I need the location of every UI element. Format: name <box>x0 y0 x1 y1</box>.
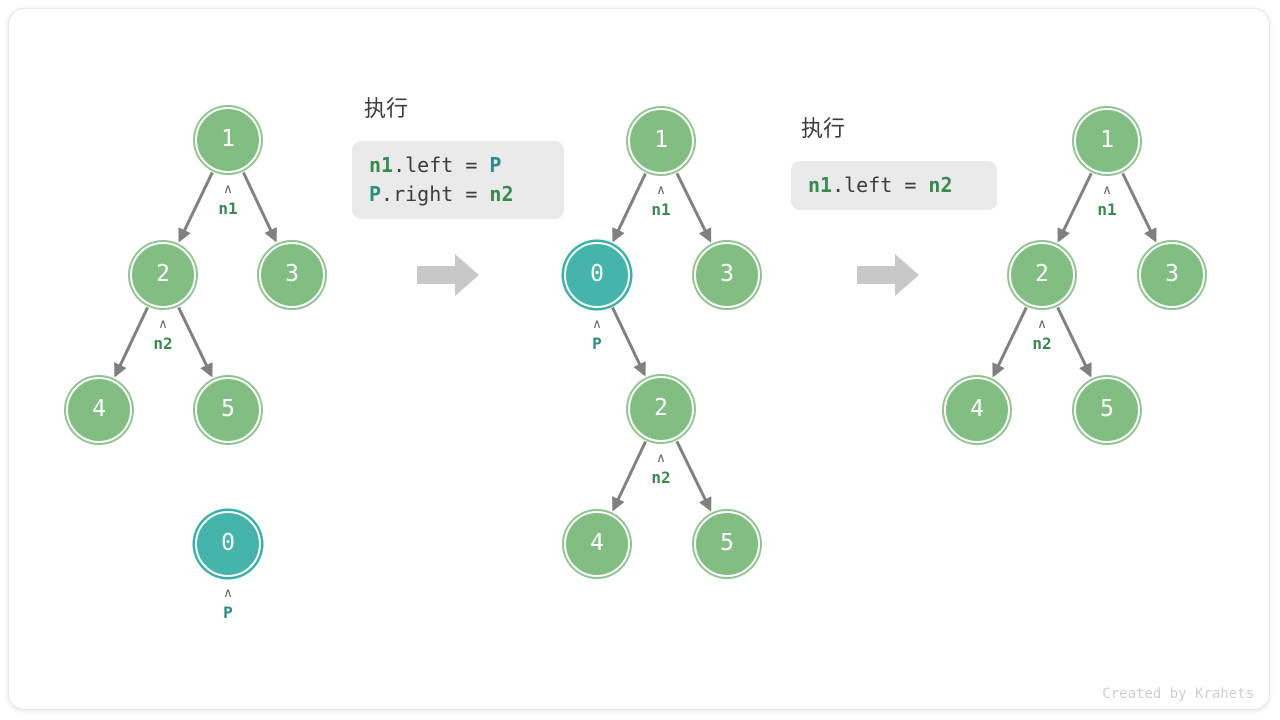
tree-node-value: 3 <box>285 260 299 287</box>
tree-node-value: 4 <box>92 395 106 422</box>
tree-edge <box>114 306 149 378</box>
tree-node-value: 4 <box>970 395 984 422</box>
tree-node[interactable]: 5 <box>1074 377 1140 443</box>
pointer-label: ∧ n1 <box>621 184 701 218</box>
caret-icon: ∧ <box>223 182 233 197</box>
code-line: n1.left = n2 <box>808 171 980 200</box>
tree-edge <box>611 306 646 377</box>
caret-icon: ∧ <box>158 317 168 332</box>
pointer-label-text: P <box>223 603 233 622</box>
tree-node[interactable]: 1 <box>628 108 694 174</box>
tree-node-value: 3 <box>720 260 734 287</box>
credit-text: Created by Krahets <box>1102 686 1254 702</box>
edges-group <box>114 171 1157 512</box>
caret-icon: ∧ <box>656 451 666 466</box>
pointer-label-text: n2 <box>1032 334 1052 353</box>
tree-node-value: 2 <box>1035 260 1049 287</box>
tree-node[interactable]: 4 <box>944 377 1010 443</box>
pointer-label: ∧ n1 <box>1067 184 1147 218</box>
tree-node[interactable]: 3 <box>1139 242 1205 308</box>
pointer-label: ∧ n1 <box>188 183 268 217</box>
code-plain: .left = <box>393 153 490 177</box>
code-line: P.right = n2 <box>369 180 547 209</box>
tree-node[interactable]: 4 <box>564 511 630 577</box>
code-identifier-green: n1 <box>808 173 833 197</box>
caret-icon: ∧ <box>592 317 602 332</box>
pointer-label: ∧ n2 <box>621 452 701 486</box>
tree-node[interactable]: 5 <box>195 377 261 443</box>
tree-edge <box>992 306 1028 378</box>
pointer-label-text: n1 <box>1097 200 1117 219</box>
code-line: n1.left = P <box>369 151 547 180</box>
code-snippet-box: n1.left = n2 <box>791 161 997 210</box>
tree-edge <box>177 306 213 378</box>
pointer-label: ∧P <box>188 587 268 621</box>
pointer-label-text: n2 <box>651 468 671 487</box>
pointer-label-text: n2 <box>153 334 173 353</box>
code-identifier-green: n1 <box>369 153 394 177</box>
tree-node[interactable]: 3 <box>259 242 325 308</box>
tree-edge <box>675 440 712 512</box>
tree-node[interactable]: 3 <box>694 242 760 308</box>
tree-node-value: 1 <box>221 125 235 152</box>
code-identifier-teal: P <box>489 153 502 177</box>
tree-edge <box>675 172 712 243</box>
step-caption: 执行 <box>801 117 846 142</box>
step-block-arrow-icon <box>417 253 479 297</box>
code-plain: .right = <box>381 182 490 206</box>
tree-node-value: 5 <box>720 529 734 556</box>
tree-edge <box>612 172 647 243</box>
tree-node[interactable]: 0 <box>564 242 630 308</box>
pointer-label: ∧P <box>557 318 637 352</box>
pointer-label-text: n1 <box>218 199 238 218</box>
tree-node[interactable]: 0 <box>195 511 261 577</box>
pointer-label-text: n1 <box>651 200 671 219</box>
tree-edge <box>242 171 277 243</box>
tree-node-value: 2 <box>654 394 668 421</box>
pointer-label: ∧ n2 <box>123 318 203 352</box>
step-caption: 执行 <box>364 97 409 122</box>
pointer-label: ∧ n2 <box>1002 318 1082 352</box>
tree-node-value: 5 <box>221 395 235 422</box>
caret-icon: ∧ <box>1102 183 1112 198</box>
tree-node[interactable]: 2 <box>628 376 694 442</box>
tree-node[interactable]: 2 <box>1009 242 1075 308</box>
code-plain: .left = <box>832 173 929 197</box>
tree-node-value: 0 <box>221 529 235 556</box>
tree-node[interactable]: 5 <box>694 511 760 577</box>
tree-edge <box>1057 172 1093 243</box>
tree-edge <box>612 440 647 512</box>
tree-node-value: 1 <box>654 126 668 153</box>
caret-icon: ∧ <box>223 586 233 601</box>
code-identifier-teal: P <box>369 182 382 206</box>
step-block-arrow-icon <box>857 253 919 297</box>
tree-edge <box>1056 306 1092 378</box>
code-identifier-green: n2 <box>489 182 514 206</box>
tree-node-value: 3 <box>1165 260 1179 287</box>
tree-node-value: 4 <box>590 529 604 556</box>
pointer-label-text: P <box>592 334 602 353</box>
caret-icon: ∧ <box>656 183 666 198</box>
tree-node[interactable]: 2 <box>130 242 196 308</box>
tree-node[interactable]: 1 <box>195 107 261 173</box>
tree-node-value: 5 <box>1100 395 1114 422</box>
tree-node-value: 2 <box>156 260 170 287</box>
code-identifier-green: n2 <box>928 173 953 197</box>
tree-node-value: 0 <box>590 260 604 287</box>
tree-node-value: 1 <box>1100 126 1114 153</box>
tree-node[interactable]: 4 <box>66 377 132 443</box>
tree-edge <box>1121 172 1157 243</box>
caret-icon: ∧ <box>1037 317 1047 332</box>
tree-node[interactable]: 1 <box>1074 108 1140 174</box>
tree-edge <box>178 171 214 243</box>
